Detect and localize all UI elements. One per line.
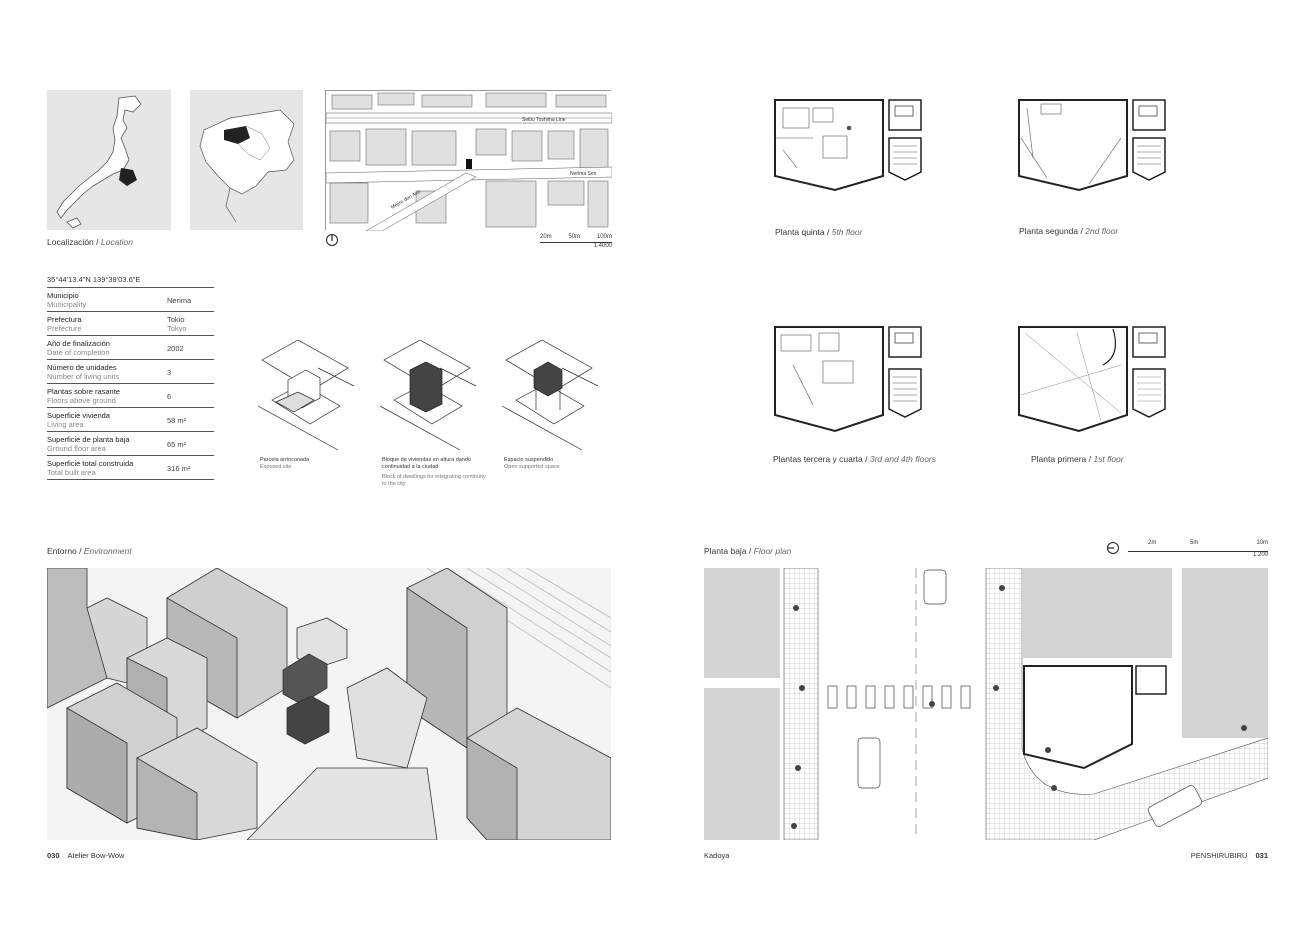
left-footer: 030 Atelier Bow-Wow: [47, 851, 124, 860]
right-page-number: 031: [1255, 851, 1268, 860]
row-label-es: Superficie total construida: [47, 459, 134, 468]
row-value: Tokio: [167, 315, 185, 324]
row-label-en: Ground floor area: [47, 444, 106, 453]
left-page-number: 030: [47, 851, 60, 860]
plan-scale-10m: 10m: [1256, 540, 1268, 546]
row-label-es: Plantas sobre rasante: [47, 387, 120, 396]
plan-1st-caption: Planta primera / 1st floor: [1031, 454, 1124, 464]
plan-ratio: 1.200: [1252, 552, 1268, 558]
plan-scale-bar: 2m 5m 10m 1.200: [1128, 540, 1268, 558]
diagram-caption-2: Bloque de viviendas en altura dando cont…: [382, 457, 486, 487]
row-label-es: Número de unidades: [47, 363, 117, 372]
plan-1st-floor: [1018, 326, 1166, 433]
north-arrow-icon: [326, 234, 338, 246]
plan-5th-caption: Planta quinta / 5th floor: [775, 227, 863, 237]
tokyo-map: [190, 90, 303, 230]
row-value: Nerima: [167, 295, 192, 305]
map-scale-bar: 20m 50m 100m 1.4000: [540, 234, 612, 249]
author: Atelier Bow-Wow: [67, 851, 125, 860]
plan-5th-floor: [774, 99, 922, 192]
location-map: Seibu Toshima Line Nerima Sen Mejiro dor…: [325, 90, 612, 231]
row-value: 2002: [167, 343, 184, 353]
ground-floor-site-plan: [704, 568, 1268, 840]
map-line-label: Seibu Toshima Line: [522, 117, 566, 123]
location-caption: Localización / Location: [47, 237, 134, 247]
concept-diagrams: Parcela arrinconada Exposed site Bloque …: [258, 340, 618, 500]
row-value: 316 m²: [167, 463, 191, 473]
diagram-caption-3: Espacio suspendido Open supported space: [504, 457, 560, 470]
row-label-es: Municipio: [47, 291, 79, 300]
plan-scale-2m: 2m: [1148, 540, 1157, 546]
right-footer-project: Kadoya: [704, 851, 730, 860]
row-label-es: Superficie de planta baja: [47, 435, 130, 444]
row-value: 6: [167, 391, 172, 401]
plan-scale-5m: 5m: [1190, 540, 1199, 546]
row-label-es: Prefectura: [47, 315, 82, 324]
row-label-en: Living area: [47, 420, 84, 429]
row-label-en: Total built area: [47, 468, 96, 477]
environment-caption: Entorno / Environment: [47, 546, 132, 556]
row-label-en: Date of completion: [47, 348, 110, 357]
row-label-en: Number of living units: [47, 372, 120, 381]
row-value-en: Tokyo: [167, 324, 187, 333]
coordinates: 35°44'13.4"N 139°39'03.6"E: [47, 275, 141, 284]
floor-plan-caption: Planta baja / Floor plan: [704, 546, 792, 556]
scale-100m: 100m: [596, 234, 612, 240]
row-label-en: Floors above ground: [47, 396, 116, 405]
north-arrow-plan-icon: [1107, 542, 1119, 554]
plan-2nd-floor: [1018, 99, 1166, 192]
row-value: 58 m²: [167, 415, 187, 425]
map-ratio: 1.4000: [593, 243, 612, 249]
row-label-es: Año de finalización: [47, 339, 110, 348]
row-label-en: Municipality: [47, 300, 87, 309]
plan-3rd-4th-floors: [774, 326, 922, 433]
scale-20m: 20m: [540, 234, 552, 240]
row-label-es: Superficie vivienda: [47, 411, 110, 420]
plan-2nd-caption: Planta segunda / 2nd floor: [1019, 226, 1119, 236]
environment-axonometric: [47, 568, 611, 840]
scale-50m: 50m: [568, 234, 581, 240]
plan-3rd-4th-caption: Plantas tercera y cuarta / 3rd and 4th f…: [773, 454, 937, 464]
row-label-en: Prefecture: [47, 324, 82, 333]
right-footer-title: PENSHIRUBIRU 031: [1191, 851, 1268, 860]
map-road1-label: Nerima Sen: [570, 171, 597, 177]
book-title: PENSHIRUBIRU: [1190, 851, 1248, 860]
japan-map: [47, 90, 171, 230]
row-value: 65 m²: [167, 439, 187, 449]
row-value: 3: [167, 367, 172, 377]
diagram-caption-1: Parcela arrinconada Exposed site: [260, 457, 310, 470]
